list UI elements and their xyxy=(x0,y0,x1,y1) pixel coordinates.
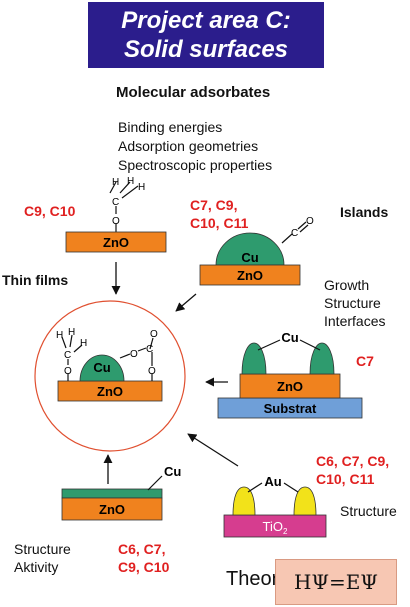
schrodinger-equation: HΨ=EΨ xyxy=(294,570,378,594)
zno-slab-top-left xyxy=(65,231,167,253)
atom-h: H xyxy=(138,182,145,193)
codes-bottom-right: C6, C7, C9, C10, C11 xyxy=(316,452,389,488)
atom-c: C xyxy=(112,197,119,208)
codes-middle-right: C7 xyxy=(356,353,374,369)
code-line: C7, C9, xyxy=(190,197,238,213)
atom-o: O xyxy=(306,216,314,227)
cu-island-center xyxy=(79,354,125,382)
cu-label: Cu xyxy=(164,464,181,479)
properties-list: Binding energies Adsorption geometries S… xyxy=(118,118,272,175)
atom-c: C xyxy=(64,350,71,361)
bond-line xyxy=(247,482,263,493)
cu-cluster-right xyxy=(309,342,335,375)
activity-text: Aktivity xyxy=(14,559,59,575)
atom-h: H xyxy=(112,177,119,188)
title-line-1: Project area C: xyxy=(121,7,291,34)
title-banner: Project area C: Solid surfaces xyxy=(88,2,324,68)
zno-slab-top-center xyxy=(199,264,301,286)
atom-h: H xyxy=(80,338,87,349)
codes-bottom-left: C6, C7, C9, C10 xyxy=(118,540,169,576)
atom-h: H xyxy=(68,327,75,338)
section-heading: Molecular adsorbates xyxy=(116,84,271,101)
growth-list: Growth Structure Interfaces xyxy=(324,276,385,330)
cu-label: Cu xyxy=(281,330,298,345)
zno-slab-right xyxy=(239,373,341,399)
equation-box: HΨ=EΨ xyxy=(275,559,397,605)
zno-label: ZnO xyxy=(97,384,123,399)
bond-line xyxy=(299,339,321,351)
atom-o: O xyxy=(64,366,72,377)
code-line: C10, C11 xyxy=(190,215,249,231)
structure-label-right: Structure xyxy=(340,503,397,519)
cu-film xyxy=(61,488,163,499)
title-line-2: Solid surfaces xyxy=(123,36,289,63)
theory-label: Theory xyxy=(226,568,289,590)
growth-item: Growth xyxy=(324,277,370,293)
cu-label: Cu xyxy=(93,360,110,375)
growth-item: Interfaces xyxy=(324,313,386,329)
tio2-slab xyxy=(223,514,327,538)
cu-cluster-left xyxy=(241,342,267,375)
property-item: Spectroscopic properties xyxy=(118,157,273,173)
central-circle xyxy=(34,300,186,452)
tio2-label: TiO2 xyxy=(263,519,288,536)
codes-top-center: C7, C9, C10, C11 xyxy=(190,196,248,232)
pointer-line xyxy=(147,475,163,491)
zno-label: ZnO xyxy=(237,268,263,283)
property-item: Adsorption geometries xyxy=(118,138,259,154)
atom-c: C xyxy=(291,228,298,239)
thin-films-label: Thin films xyxy=(2,272,69,288)
center-right-adsorbate: O C O O xyxy=(119,329,158,381)
bond-line xyxy=(257,339,281,351)
bond-line xyxy=(283,482,299,493)
atom-h: H xyxy=(127,176,134,187)
code-line: C9, C10 xyxy=(118,559,170,575)
top-left-adsorbate: H H H C O xyxy=(109,176,145,232)
structure-activity-label: Structure Aktivity xyxy=(14,540,71,576)
zno-slab-bottom-left xyxy=(61,497,163,521)
atom-o: O xyxy=(148,366,156,377)
growth-item: Structure xyxy=(324,295,381,311)
atom-o: O xyxy=(112,216,120,227)
code-line: C6, C7, C9, xyxy=(316,453,390,469)
islands-label: Islands xyxy=(340,204,389,220)
arrow-au-tio2 xyxy=(187,433,239,467)
au-label: Au xyxy=(264,474,281,489)
substrat-label: Substrat xyxy=(264,401,317,416)
co-molecule-top: C O xyxy=(281,216,314,244)
atom-c: C xyxy=(146,344,153,355)
code-line: C6, C7, xyxy=(118,541,166,557)
code-line: C10, C11 xyxy=(316,471,375,487)
zno-label: ZnO xyxy=(99,502,125,517)
atom-h: H xyxy=(56,330,63,341)
atom-o: O xyxy=(130,349,138,360)
atom-o: O xyxy=(150,329,158,340)
zno-label: ZnO xyxy=(277,379,303,394)
property-item: Binding energies xyxy=(118,119,223,135)
structure-text: Structure xyxy=(14,541,71,557)
cu-island xyxy=(215,232,285,266)
au-cluster-right xyxy=(293,486,317,516)
arrow-islands xyxy=(175,293,197,312)
codes-top-left: C9, C10 xyxy=(24,203,76,219)
zno-label: ZnO xyxy=(103,235,129,250)
cu-label: Cu xyxy=(241,250,258,265)
center-left-adsorbate: H H H C O xyxy=(56,327,87,381)
au-cluster-left xyxy=(232,486,256,516)
